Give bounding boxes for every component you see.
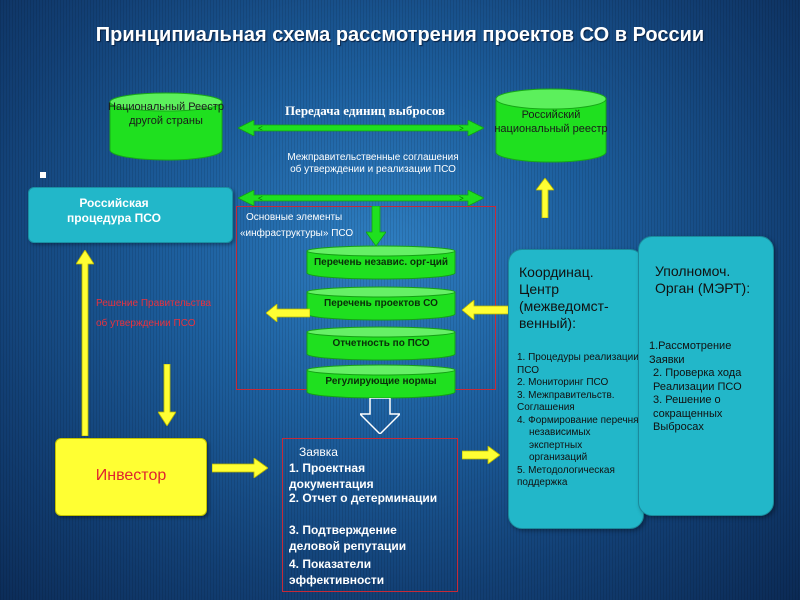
authorized-item: 2. Проверка хода Реализации ПСО bbox=[653, 367, 742, 393]
infra-item-label: Перечень проектов СО bbox=[324, 298, 438, 309]
investor-box: Инвестор bbox=[55, 438, 207, 516]
coordination-center-panel: Координац. Центр (межведомст-венный): 1.… bbox=[508, 249, 644, 529]
infrastructure-label-2: «инфраструктуры» ПСО bbox=[240, 228, 354, 239]
gov-decision-label-2: об утверждении ПСО bbox=[96, 318, 196, 329]
infra-item-reporting: Отчетность по ПСО bbox=[306, 326, 456, 362]
coordination-item: 4. Формирование перечня bbox=[517, 414, 639, 426]
national-registry-other-label: Национальный Реестр другой страны bbox=[108, 101, 224, 127]
application-item: 1. Проектная документация bbox=[289, 461, 374, 491]
svg-text:>: > bbox=[459, 124, 464, 133]
application-item: 2. Отчет о детерминации bbox=[289, 491, 438, 505]
down-arrow-yellow-investor bbox=[158, 364, 176, 426]
application-item: 3. Подтверждение деловой репутации bbox=[289, 523, 407, 553]
up-arrow-yellow-registry bbox=[536, 178, 554, 218]
infra-item-regulations: Регулирующие нормы bbox=[306, 364, 456, 400]
infrastructure-label-1: Основные элементы bbox=[246, 212, 343, 223]
page-title: Принципиальная схема рассмотрения проект… bbox=[95, 24, 705, 46]
left-arrow-yellow-infra bbox=[266, 304, 310, 322]
application-box: Заявка 1. Проектная документация 2. Отче… bbox=[282, 438, 458, 592]
svg-text:<: < bbox=[258, 194, 263, 203]
cylinder-shape bbox=[495, 88, 607, 163]
coordination-item: 3. Межправительств. Соглашения bbox=[517, 389, 615, 414]
up-arrow-yellow-investor bbox=[76, 250, 94, 436]
intergov-double-arrow: < > bbox=[238, 190, 484, 206]
coordination-center-heading: Координац. Центр (межведомст-венный): bbox=[519, 264, 609, 331]
russian-registry-label: Российский национальный реестр bbox=[494, 109, 608, 135]
cylinder-shape bbox=[109, 92, 223, 161]
transfer-double-arrow: < > bbox=[238, 120, 484, 136]
authorized-body-list: 1.Рассмотрение Заявки 2. Проверка хода Р… bbox=[649, 340, 767, 435]
authorized-body-panel: Уполномоч. Орган (МЭРТ): 1.Рассмотрение … bbox=[638, 236, 774, 516]
bullet-dot bbox=[40, 172, 46, 178]
coordination-item: 2. Мониторинг ПСО bbox=[517, 377, 609, 388]
left-arrow-yellow-center bbox=[462, 300, 514, 320]
down-arrow-green bbox=[366, 206, 386, 246]
coordination-item: независимых экспертных организаций bbox=[529, 427, 591, 463]
infra-item-label: Перечень независ. орг-ций bbox=[313, 257, 449, 268]
national-registry-other-cylinder: Национальный Реестр другой страны bbox=[108, 92, 224, 162]
investor-label: Инвестор bbox=[95, 467, 167, 484]
russian-procedure-label: Российская процедура ПСО bbox=[67, 196, 161, 225]
svg-text:>: > bbox=[459, 194, 464, 203]
infra-item-projects-list: Перечень проектов СО bbox=[306, 286, 456, 322]
down-arrow-hollow bbox=[360, 398, 400, 434]
svg-text:<: < bbox=[258, 124, 263, 133]
authorized-item: 3. Решение о сокращенных Выбросах bbox=[653, 394, 723, 433]
application-item: 4. Показатели эффективности bbox=[289, 557, 385, 587]
coordination-item: 1. Процедуры реализации ПСО bbox=[517, 352, 639, 376]
gov-decision-label-1: Решение Правительства bbox=[96, 298, 212, 309]
russian-procedure-box: Российская процедура ПСО bbox=[28, 187, 233, 243]
transfer-label: Передача единиц выбросов bbox=[284, 103, 446, 118]
russian-registry-cylinder: Российский национальный реестр bbox=[494, 88, 608, 164]
coordination-item: 5. Методологическая поддержка bbox=[517, 464, 615, 489]
coordination-center-list: 1. Процедуры реализации ПСО 2. Мониторин… bbox=[517, 352, 643, 490]
right-arrow-yellow-center bbox=[462, 446, 500, 464]
authorized-body-heading: Уполномоч. Орган (МЭРТ): bbox=[655, 263, 751, 296]
intergov-label: Межправительственные соглашения об утвер… bbox=[287, 152, 459, 175]
infra-item-independent-orgs: Перечень независ. орг-ций bbox=[306, 245, 456, 281]
right-arrow-yellow-application bbox=[212, 458, 268, 478]
authorized-item: 1.Рассмотрение Заявки bbox=[649, 340, 732, 366]
infra-item-label: Регулирующие нормы bbox=[325, 376, 437, 387]
application-heading: Заявка bbox=[299, 445, 338, 459]
infra-item-label: Отчетность по ПСО bbox=[332, 338, 430, 349]
